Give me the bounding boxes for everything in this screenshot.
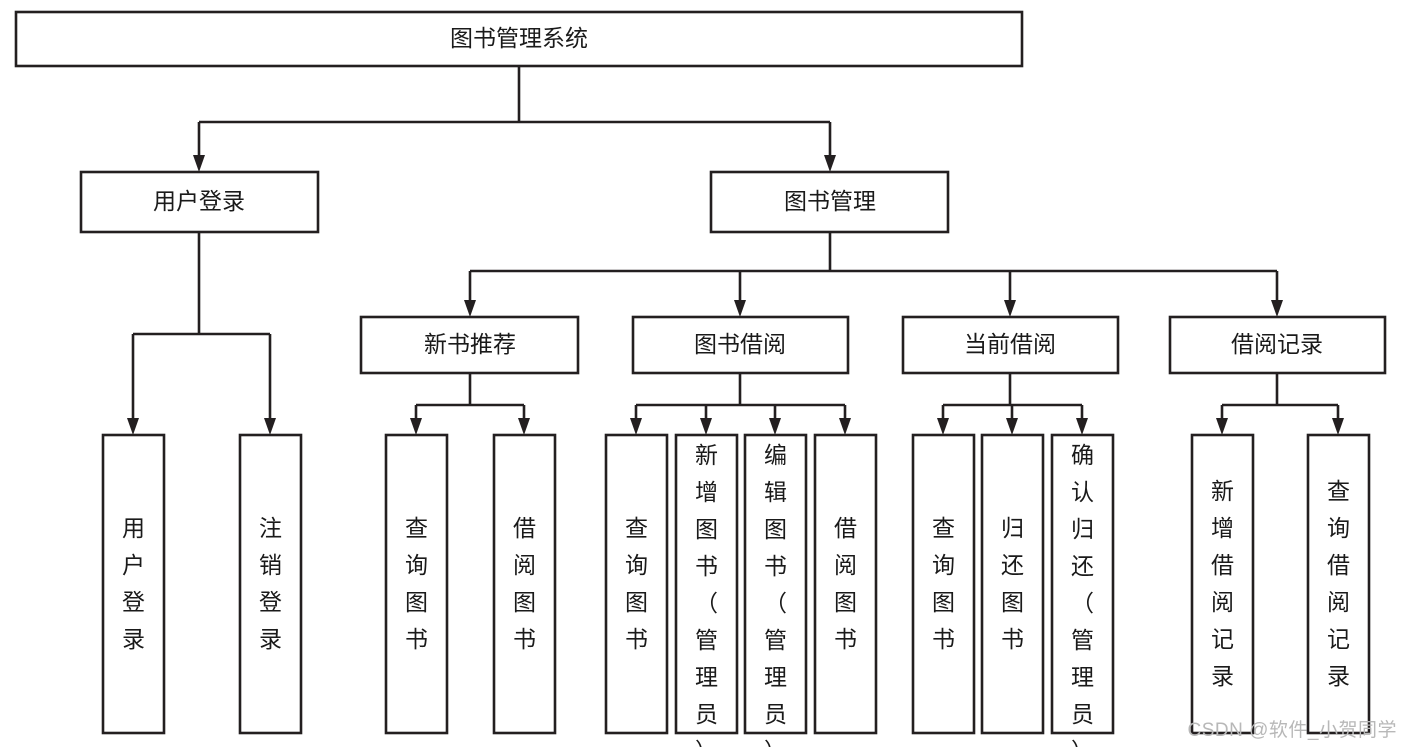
node-login-label: 用户登录 xyxy=(153,188,245,214)
node-leaf-12-box[interactable] xyxy=(1190,433,1255,735)
node-leaf-11[interactable] xyxy=(1050,433,1115,735)
node-newbook-box[interactable] xyxy=(359,315,580,375)
arrow-records-to-leaf12 xyxy=(1216,418,1228,435)
node-leaf-10[interactable] xyxy=(980,433,1045,735)
node-leaf-5-label: 查询图书 xyxy=(625,515,648,652)
node-leaf-1[interactable] xyxy=(101,433,166,735)
node-leaf-8[interactable] xyxy=(813,433,878,735)
node-leaf-4[interactable] xyxy=(492,433,557,735)
node-leaf-3-box[interactable] xyxy=(384,433,449,735)
node-leaf-11-label: 确认归还（管理员） xyxy=(1071,442,1094,747)
arrow-borrow-to-leaf6 xyxy=(700,418,712,435)
node-leaf-7-label: 编辑图书（管理员） xyxy=(764,442,787,747)
arrow-root-to-login xyxy=(193,155,205,172)
node-borrow-box[interactable] xyxy=(631,315,850,375)
arrow-bookmgmt-to-records xyxy=(1271,300,1283,317)
node-leaf-2-label: 注销登录 xyxy=(259,515,282,652)
node-leaf-12-label: 新增借阅记录 xyxy=(1211,478,1234,689)
node-current-box[interactable] xyxy=(901,315,1120,375)
node-leaf-13-box[interactable] xyxy=(1306,433,1371,735)
node-leaf-8-label: 借阅图书 xyxy=(834,515,857,652)
node-current[interactable]: 当前借阅 xyxy=(901,315,1120,375)
node-leaf-1-box[interactable] xyxy=(101,433,166,735)
node-leaf-11-box[interactable] xyxy=(1050,433,1115,735)
node-bookmgmt-box[interactable] xyxy=(709,170,950,234)
leaf-label-group: 用户登录 注销登录 查询图书 借阅图书 查询图书 新增图书（管理员） 编辑图书（管理员） 借阅… xyxy=(122,442,1350,747)
node-records[interactable]: 借阅记录 xyxy=(1168,315,1387,375)
node-leaf-9[interactable] xyxy=(911,433,976,735)
node-leaf-3-label: 查询图书 xyxy=(405,515,428,652)
arrow-bookmgmt-to-current xyxy=(1004,300,1016,317)
node-login[interactable]: 用户登录 xyxy=(79,170,320,234)
arrow-bookmgmt-to-newbook xyxy=(464,300,476,317)
node-leaf-6-box[interactable] xyxy=(674,433,739,735)
node-leaf-2[interactable] xyxy=(238,433,303,735)
node-leaf-10-box[interactable] xyxy=(980,433,1045,735)
arrow-current-to-leaf9 xyxy=(937,418,949,435)
node-root-label: 图书管理系统 xyxy=(450,25,588,51)
node-leaf-9-box[interactable] xyxy=(911,433,976,735)
node-current-label: 当前借阅 xyxy=(964,331,1056,357)
arrow-current-to-leaf11 xyxy=(1076,418,1088,435)
arrow-newbook-to-leaf4 xyxy=(518,418,530,435)
node-leaf-5[interactable] xyxy=(604,433,669,735)
node-leaf-10-label: 归还图书 xyxy=(1001,515,1024,652)
node-leaf-4-label: 借阅图书 xyxy=(513,515,536,652)
node-leaf-7-box[interactable] xyxy=(743,433,808,735)
arrow-current-to-leaf10 xyxy=(1006,418,1018,435)
node-leaf-7[interactable] xyxy=(743,433,808,735)
node-bookmgmt[interactable]: 图书管理 xyxy=(709,170,950,234)
node-borrow-label: 图书借阅 xyxy=(694,331,786,357)
node-leaf-13-label: 查询借阅记录 xyxy=(1327,478,1350,689)
arrow-borrow-to-leaf8 xyxy=(839,418,851,435)
node-records-box[interactable] xyxy=(1168,315,1387,375)
node-leaf-13[interactable] xyxy=(1306,433,1371,735)
node-bookmgmt-label: 图书管理 xyxy=(784,188,876,214)
node-newbook-label: 新书推荐 xyxy=(424,331,516,357)
node-root-box[interactable] xyxy=(14,10,1024,68)
arrow-login-to-leaf2 xyxy=(264,418,276,435)
node-leaf-6-label: 新增图书（管理员） xyxy=(695,442,718,747)
node-leaf-1-label: 用户登录 xyxy=(122,515,145,652)
node-leaf-6[interactable] xyxy=(674,433,739,735)
arrow-borrow-to-leaf7 xyxy=(769,418,781,435)
arrow-login-to-leaf1 xyxy=(127,418,139,435)
node-root[interactable]: 图书管理系统 xyxy=(14,10,1024,68)
node-leaf-5-box[interactable] xyxy=(604,433,669,735)
node-leaf-12[interactable] xyxy=(1190,433,1255,735)
node-leaf-2-box[interactable] xyxy=(238,433,303,735)
arrow-root-to-bookmgmt xyxy=(824,155,836,172)
node-newbook[interactable]: 新书推荐 xyxy=(359,315,580,375)
node-records-label: 借阅记录 xyxy=(1231,331,1323,357)
node-login-box[interactable] xyxy=(79,170,320,234)
arrow-borrow-to-leaf5 xyxy=(630,418,642,435)
node-leaf-9-label: 查询图书 xyxy=(932,515,955,652)
arrow-records-to-leaf13 xyxy=(1332,418,1344,435)
node-borrow[interactable]: 图书借阅 xyxy=(631,315,850,375)
node-leaf-4-box[interactable] xyxy=(492,433,557,735)
edge-group xyxy=(127,66,1344,435)
node-leaf-8-box[interactable] xyxy=(813,433,878,735)
node-leaf-3[interactable] xyxy=(384,433,449,735)
arrow-newbook-to-leaf3 xyxy=(410,418,422,435)
arrow-bookmgmt-to-borrow xyxy=(734,300,746,317)
